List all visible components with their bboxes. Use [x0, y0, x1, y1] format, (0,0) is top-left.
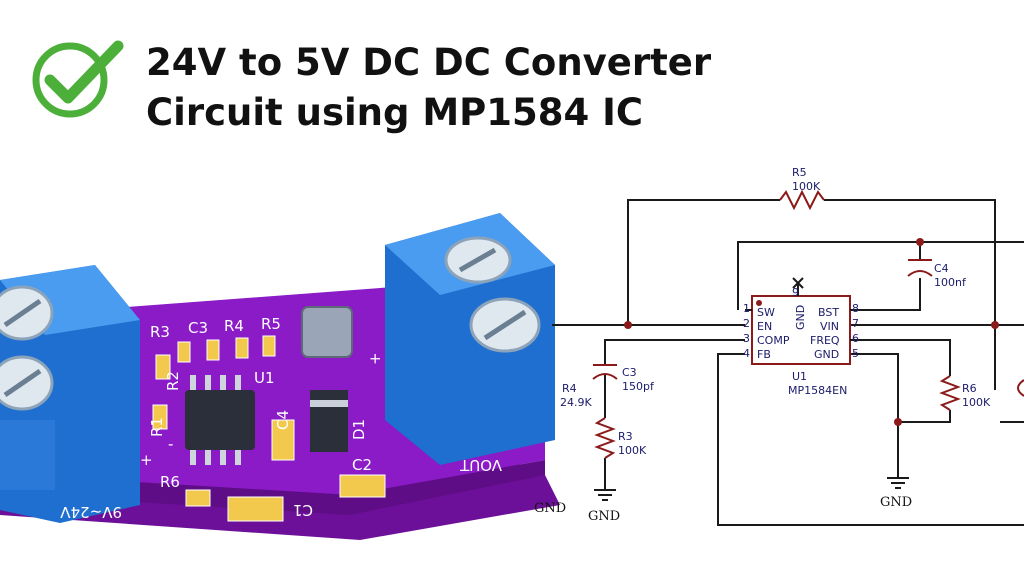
input-terminal-block — [0, 265, 140, 523]
check-tick — [44, 40, 124, 104]
pin2-num: 2 — [743, 317, 750, 330]
silk-plus-in: + — [140, 451, 153, 469]
schematic-diagram: R5 100K C4 100nf 1 SW 2 EN 3 COMP 4 FB B… — [534, 166, 1024, 526]
r4-value: 24.9K — [560, 396, 592, 409]
pad-r3 — [177, 341, 191, 363]
silk-input-range: 9V~24V — [60, 503, 122, 521]
pcb-3d-render: R3 C3 R4 R5 R2 U1 C4 D1 R1 C2 R6 C1 VOUT… — [0, 213, 560, 540]
pin4-num: 4 — [743, 347, 750, 360]
ground-symbol-2 — [887, 477, 909, 489]
capacitor-c4 — [907, 259, 933, 277]
pin6-name: FREQ — [810, 334, 840, 347]
pin4-name: FB — [757, 348, 771, 361]
silk-c4: C4 — [274, 410, 292, 430]
pad-r4 — [235, 337, 249, 359]
capacitor-c3 — [592, 364, 618, 380]
pad-c1 — [227, 496, 284, 522]
r6-value: 100K — [962, 396, 991, 409]
output-terminal-block — [385, 213, 555, 465]
resistor-r3 — [594, 417, 616, 459]
silk-plus-out: + — [366, 352, 384, 365]
silk-r2: R2 — [164, 371, 182, 391]
pad-r1 — [152, 404, 168, 430]
pin9-name: GND — [794, 305, 807, 330]
c3-ref: C3 — [622, 366, 637, 379]
silk-c3: C3 — [188, 319, 208, 337]
silk-u1: U1 — [254, 369, 275, 387]
pcb-side — [20, 460, 545, 515]
pin3-name: COMP — [757, 334, 790, 347]
page-title: 24V to 5V DC DC Converter Circuit using … — [146, 38, 711, 138]
silk-c1: C1 — [293, 501, 313, 519]
pad-c4 — [271, 419, 295, 461]
resistor-r6 — [939, 375, 961, 411]
ic-mp1584-body — [751, 295, 851, 365]
silk-r4: R4 — [224, 317, 244, 335]
r5-value: 100K — [792, 180, 821, 193]
checkmark-icon — [32, 40, 124, 118]
pin5-num: 5 — [852, 347, 859, 360]
pad-r2 — [155, 354, 171, 380]
pad-c3 — [206, 339, 220, 361]
r3-ref: R3 — [618, 430, 633, 443]
title-line-2: Circuit using MP1584 IC — [146, 91, 644, 134]
ground-symbol-1 — [594, 489, 616, 501]
capacitor-partial — [1017, 379, 1024, 397]
no-connect-icon — [792, 277, 804, 289]
pad-r6 — [185, 489, 211, 507]
pin8-num: 8 — [852, 302, 859, 315]
resistor-r5 — [779, 189, 825, 211]
pin7-num: 7 — [852, 317, 859, 330]
gnd-label-3: GND — [880, 495, 912, 510]
inductor — [301, 306, 353, 358]
silk-r1: R1 — [148, 417, 166, 437]
pin7-name: VIN — [820, 320, 839, 333]
c3-value: 150pf — [622, 380, 655, 393]
r6-ref: R6 — [962, 382, 977, 395]
silk-c2: C2 — [352, 456, 372, 474]
pad-c2 — [339, 474, 386, 498]
title-line-1: 24V to 5V DC DC Converter — [146, 41, 712, 84]
silk-minus: - — [168, 435, 173, 453]
silk-d1: D1 — [350, 419, 368, 440]
pin8-name: BST — [818, 306, 839, 319]
pin1-num: 1 — [743, 302, 750, 315]
schematic-wires — [552, 199, 1024, 526]
pad-r5 — [262, 335, 276, 357]
r5-ref: R5 — [792, 166, 807, 179]
c4-value: 100nf — [934, 276, 967, 289]
silk-r3: R3 — [150, 323, 170, 341]
silk-vout: VOUT — [459, 456, 502, 474]
check-circle — [32, 42, 108, 118]
silk-r6: R6 — [160, 473, 180, 491]
ic-ref: U1 — [792, 370, 807, 383]
c4-ref: C4 — [934, 262, 949, 275]
pin1-name: SW — [757, 306, 775, 319]
r3-value: 100K — [618, 444, 647, 457]
silk-r5: R5 — [261, 315, 281, 333]
gnd-label-2: GND — [588, 509, 620, 524]
ic-u1 — [185, 390, 255, 450]
pin9-num: 9 — [792, 286, 799, 299]
pin3-num: 3 — [743, 332, 750, 345]
pin2-name: EN — [757, 320, 772, 333]
r4-ref: R4 — [562, 382, 577, 395]
ic-part: MP1584EN — [788, 384, 847, 397]
pin5-name: GND — [814, 348, 839, 361]
gnd-label-1: GND — [534, 501, 566, 516]
pin6-num: 6 — [852, 332, 859, 345]
diode-d1 — [310, 390, 348, 452]
